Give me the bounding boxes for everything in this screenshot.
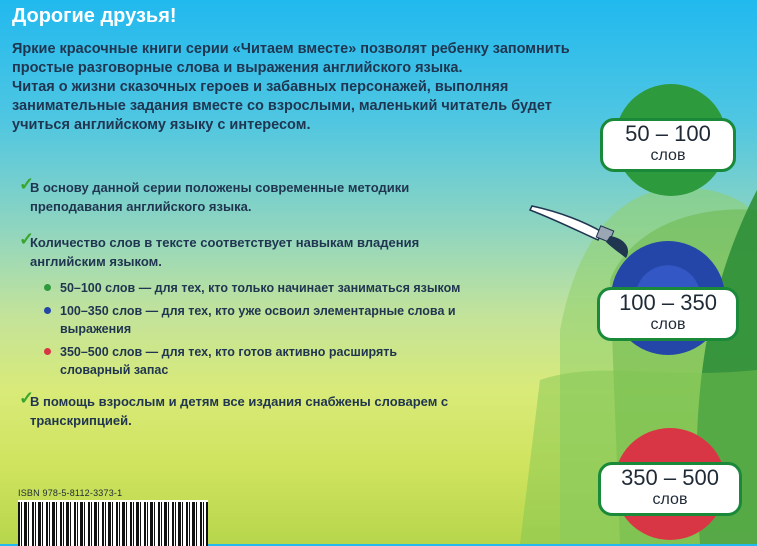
badge-unit: слов [650, 147, 686, 164]
level-text: 350–500 слов — для тех, кто готов активн… [60, 345, 398, 377]
blue-dot-icon [44, 307, 51, 314]
check-item-text: В основу данной серии положены современн… [30, 180, 410, 214]
intro-paragraph: Яркие красочные книги серии «Читаем вмес… [12, 41, 570, 76]
paintbrush-icon [528, 205, 629, 258]
check-item: ✓ В основу данной серии положены совреме… [19, 175, 490, 216]
check-item: ✓ В помощь взрослым и детям все издания … [19, 389, 480, 430]
checkmark-icon: ✓ [19, 174, 35, 194]
level-badge: 50 – 100 слов [600, 118, 736, 172]
level-item: 100–350 слов — для тех, кто уже освоил э… [44, 302, 460, 338]
level-item: 350–500 слов — для тех, кто готов активн… [44, 343, 460, 379]
isbn-label: ISBN 978-5-8112-3373-1 [18, 488, 123, 498]
badge-unit: слов [650, 316, 686, 333]
barcode [18, 500, 208, 546]
check-item-text: Количество слов в тексте соответствует н… [30, 235, 420, 269]
check-item: ✓ Количество слов в тексте соответствует… [19, 230, 490, 271]
level-badge: 350 – 500 слов [598, 462, 742, 516]
badge-range: 350 – 500 [621, 465, 719, 490]
checkmark-icon: ✓ [19, 229, 35, 249]
badge-range: 50 – 100 [625, 121, 711, 146]
intro-paragraph: Читая о жизни сказочных героев и забавны… [12, 79, 552, 133]
check-item-text: В помощь взрослым и детям все издания сн… [30, 394, 449, 428]
level-badge: 100 – 350 слов [597, 287, 739, 341]
badge-range: 100 – 350 [619, 290, 717, 315]
level-item: 50–100 слов — для тех, кто только начина… [44, 279, 530, 297]
page-title: Дорогие друзья! [12, 5, 177, 27]
green-dot-icon [44, 284, 51, 291]
level-text: 50–100 слов — для тех, кто только начина… [60, 281, 461, 295]
level-text: 100–350 слов — для тех, кто уже освоил э… [60, 304, 456, 336]
checkmark-icon: ✓ [19, 388, 35, 408]
intro-text: Яркие красочные книги серии «Читаем вмес… [12, 40, 572, 135]
red-dot-icon [44, 348, 51, 355]
badge-unit: слов [652, 491, 688, 508]
